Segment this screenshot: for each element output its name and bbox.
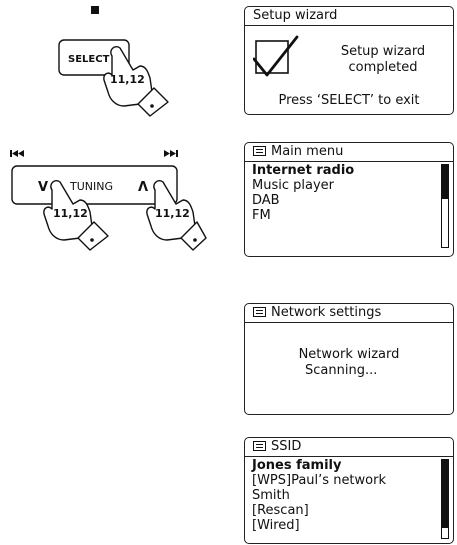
ssid-item-wired[interactable]: [Wired]: [252, 518, 300, 533]
pressing-hand-right-icon: [146, 180, 207, 251]
network-line-1: Network wizard: [298, 347, 400, 362]
select-button-illustration: SELECT 11,12: [58, 6, 169, 117]
lcd-title: Setup wizard: [253, 8, 338, 23]
next-track-icon: [164, 150, 178, 157]
lcd-setup-wizard: Setup wizard Setup wizard completed Pres…: [244, 6, 454, 115]
menu-list-icon: [253, 146, 266, 156]
setup-line-1: Setup wizard: [340, 44, 426, 59]
menu-item-fm[interactable]: FM: [252, 208, 271, 223]
lcd-title-divider: [245, 25, 453, 26]
ssid-scrollbar[interactable]: [441, 459, 449, 539]
lcd-ssid-list: SSID Jones family [WPS]Paul’s network Sm…: [244, 437, 454, 544]
menu-list-icon: [253, 307, 266, 317]
previous-track-icon: [10, 150, 24, 157]
lcd-title: SSID: [271, 439, 302, 454]
lcd-title: Main menu: [271, 144, 344, 159]
ssid-item-rescan[interactable]: [Rescan]: [252, 503, 309, 518]
menu-scrollbar-thumb[interactable]: [442, 165, 448, 199]
network-line-2: Scanning...: [305, 363, 378, 378]
tuning-down-icon: V: [38, 180, 48, 195]
select-button-label: SELECT: [68, 54, 110, 65]
lcd-title-divider: [245, 161, 453, 162]
menu-item-music-player[interactable]: Music player: [252, 178, 334, 193]
tuning-left-step-numbers: 11,12: [53, 207, 88, 220]
pressing-hand-left-icon: [43, 180, 109, 251]
ssid-item-wps-pauls-network[interactable]: [WPS]Paul’s network: [252, 473, 386, 488]
ssid-item-smith[interactable]: Smith: [252, 488, 290, 503]
checkmark-box-icon: [253, 35, 299, 77]
menu-item-internet-radio[interactable]: Internet radio: [252, 163, 355, 178]
setup-line-3: Press ‘SELECT’ to exit: [278, 93, 420, 108]
ssid-item-jones-family[interactable]: Jones family: [252, 458, 342, 473]
setup-line-2: completed: [348, 60, 418, 75]
pressing-hand-icon: [103, 46, 169, 117]
tuning-up-icon: Λ: [138, 180, 148, 195]
tuning-label: TUNING: [69, 180, 113, 193]
menu-scrollbar[interactable]: [441, 164, 449, 248]
menu-list-icon: [253, 441, 266, 451]
tuning-right-step-numbers: 11,12: [155, 207, 190, 220]
lcd-title-divider: [245, 322, 453, 323]
menu-item-dab[interactable]: DAB: [252, 193, 280, 208]
select-step-numbers: 11,12: [110, 73, 145, 86]
lcd-title-divider: [245, 456, 453, 457]
lcd-main-menu: Main menu Internet radio Music player DA…: [244, 142, 454, 257]
ssid-scrollbar-thumb[interactable]: [442, 460, 448, 528]
lcd-network-settings: Network settings Network wizard Scanning…: [244, 303, 454, 415]
tuning-buttons-illustration: V TUNING Λ 11,12 11,12: [10, 150, 207, 251]
lcd-title: Network settings: [271, 305, 382, 320]
stop-indicator-icon: [91, 6, 99, 14]
